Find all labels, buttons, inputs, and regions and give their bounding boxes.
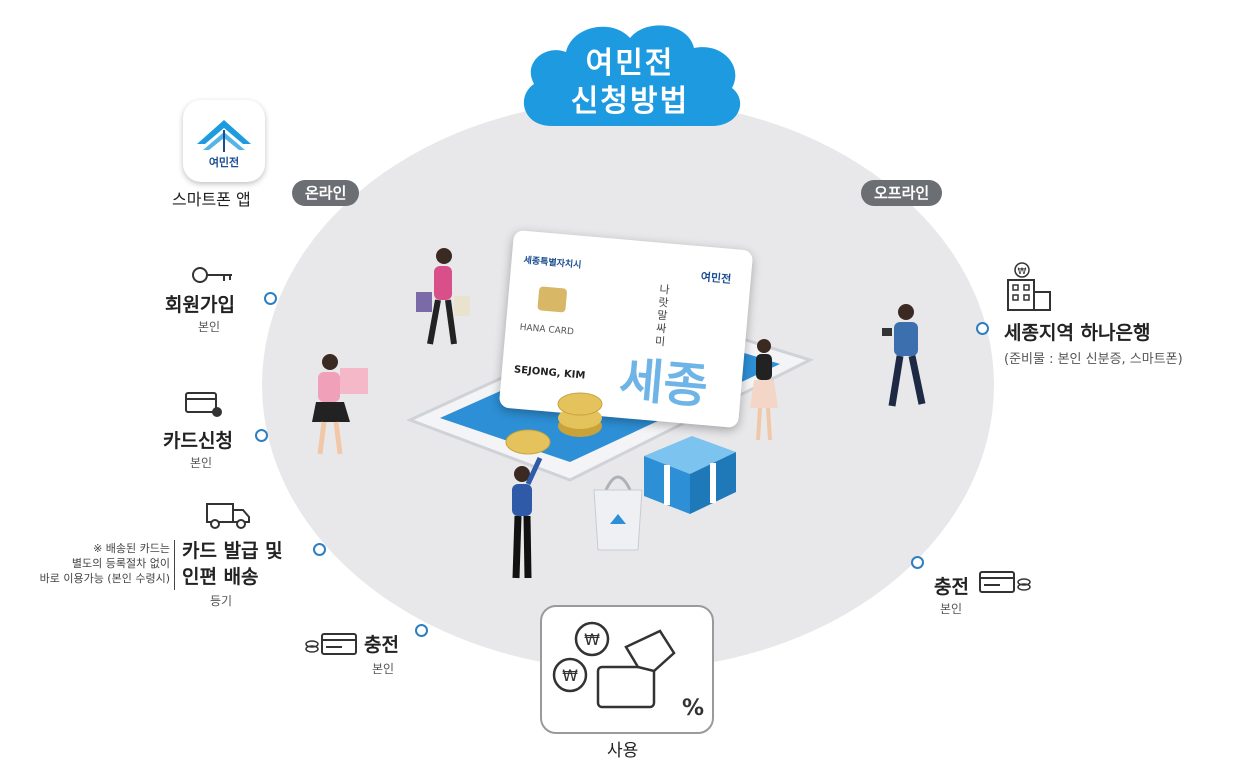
man-phone-figure: [882, 304, 926, 407]
woman-shopping-figure: [416, 248, 470, 345]
woman-coin-figure: [512, 456, 543, 579]
bank-dot: [976, 322, 989, 335]
svg-text:₩: ₩: [1018, 267, 1027, 277]
bank-building-icon: ₩: [1007, 262, 1051, 311]
charge-online-dot: [415, 624, 428, 637]
svg-text:₩: ₩: [584, 630, 600, 649]
charge-online-title: 충전: [364, 634, 399, 656]
charge-online-sub: 본인: [372, 662, 395, 676]
charge-offline-dot: [911, 556, 924, 569]
card-chip: [537, 286, 568, 313]
card-apply-icon: [185, 392, 222, 417]
use-box: ₩ ₩ %: [540, 605, 714, 734]
card-brand-left: 세종특별자치시: [523, 255, 582, 271]
offline-tag: 오프라인: [861, 180, 943, 206]
bank-sub: (준비물 : 본인 신분증, 스마트폰): [1004, 352, 1183, 367]
woman-gift-figure: [312, 354, 368, 455]
key-icon: [192, 267, 232, 283]
gift-box-illustration: [644, 436, 736, 514]
delivery-dot: [313, 543, 326, 556]
woman-phone-figure: [750, 339, 778, 441]
app-icon-text: 여민전: [208, 156, 240, 169]
svg-text:%: %: [682, 696, 704, 721]
card-apply-dot: [255, 429, 268, 442]
delivery-note: ※ 배송된 카드는 별도의 등록절차 없이 바로 이용가능 (본인 수령시): [39, 542, 170, 585]
svg-text:₩: ₩: [562, 666, 578, 685]
delivery-title-1: 카드 발급 및: [182, 540, 283, 562]
app-logo-icon: [197, 120, 251, 152]
title-line-2: 신청방법: [570, 84, 690, 119]
online-tag: 온라인: [292, 180, 360, 206]
card-vertical-text: 나랏말싸미: [654, 282, 671, 349]
use-title: 사용: [607, 741, 639, 761]
card-apply-title: 카드신청: [163, 430, 233, 452]
charge-offline-title: 충전: [934, 576, 969, 598]
card-issuer: HANA CARD: [519, 322, 575, 338]
charge-card-icon: [305, 633, 357, 655]
signup-dot: [264, 292, 277, 305]
payment-icon: ₩ ₩ %: [552, 621, 704, 721]
note-divider: [174, 540, 175, 590]
card-watermark: 세종: [617, 351, 710, 416]
card-brand-right: 여민전: [700, 270, 732, 286]
shopping-bag-illustration: [593, 475, 643, 551]
yeominjeon-app-icon[interactable]: 여민전: [183, 100, 265, 182]
coins-illustration: [505, 392, 603, 455]
card-apply-sub: 본인: [190, 456, 213, 470]
charge-offline-card-icon: [979, 571, 1031, 593]
delivery-sub: 등기: [210, 594, 233, 608]
title-line-1: 여민전: [585, 46, 675, 81]
card-holder: SEJONG, KIM: [513, 364, 586, 382]
signup-title: 회원가입: [165, 294, 235, 316]
signup-sub: 본인: [198, 320, 221, 334]
bank-title: 세종지역 하나은행: [1004, 322, 1151, 344]
delivery-truck-icon: [206, 503, 250, 529]
title-cloud: [523, 25, 741, 126]
charge-offline-sub: 본인: [940, 602, 963, 616]
app-label: 스마트폰 앱: [172, 190, 251, 209]
delivery-title-2: 인편 배송: [182, 566, 259, 588]
